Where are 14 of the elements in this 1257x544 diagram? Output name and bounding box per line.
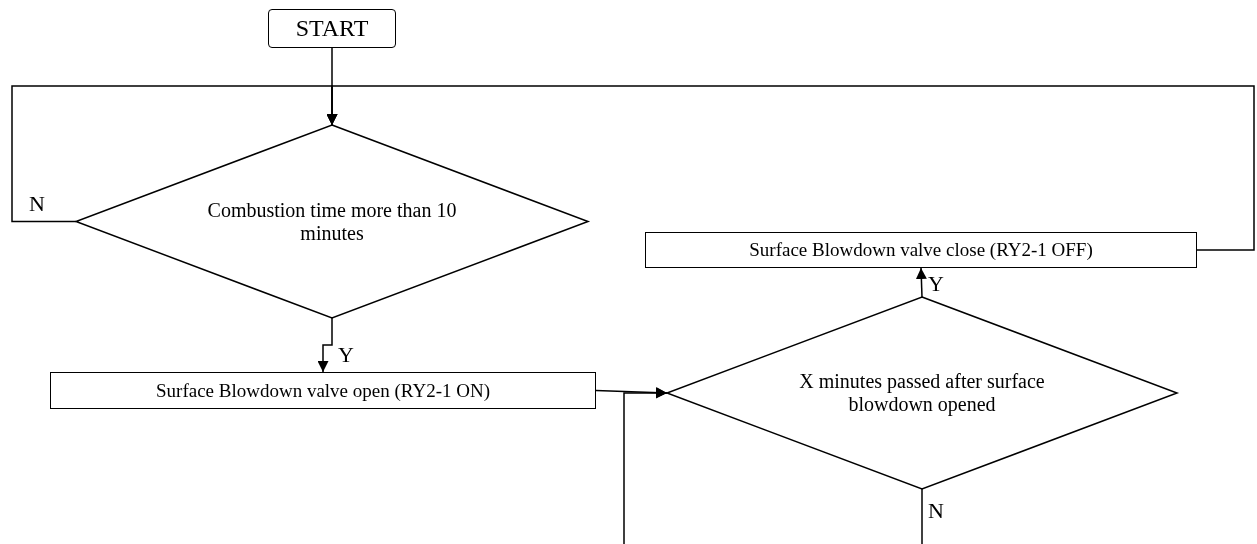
node-label: Surface Blowdown valve close (RY2-1 OFF) [749,239,1093,261]
decision-diamond [76,125,588,318]
node-label: X minutes passed after surface blowdown opened [798,370,1046,416]
decision-diamond [667,297,1177,489]
node-label: Combustion time more than 10 minutes [206,198,458,245]
process-box [645,232,1197,268]
connector-arrow [623,387,668,544]
process-box [50,372,596,409]
connector-arrow [915,267,927,298]
connector-arrow [317,317,333,373]
connector-arrow [326,85,1255,251]
node-label: Surface Blowdown valve open (RY2-1 ON) [156,379,490,402]
start-box [268,9,396,48]
node-label: START [295,14,369,43]
